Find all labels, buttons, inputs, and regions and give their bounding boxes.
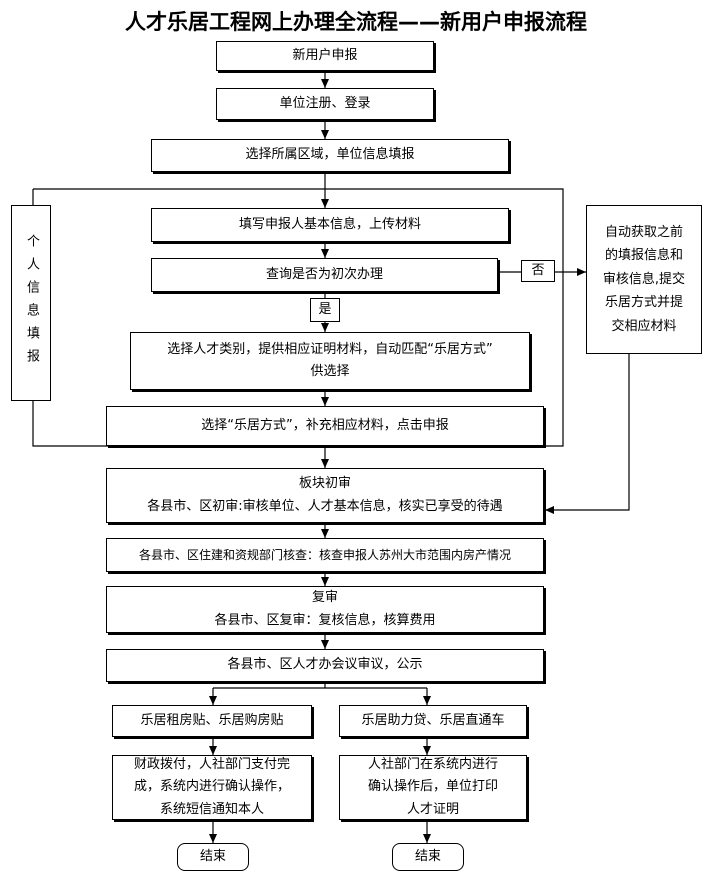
personal-info-label: 个人信息填报 — [24, 234, 40, 372]
decision-no: 否 — [521, 260, 555, 282]
step-personal-info: 个人信息填报 — [11, 205, 51, 401]
step-register: 单位注册、登录 — [216, 88, 434, 120]
recheck-detail: 各县市、区复审：复核信息，核算费用 — [214, 612, 436, 628]
step-select-area: 选择所属区域，单位信息填报 — [151, 139, 509, 172]
block-review-detail: 各县市、区初审:审核单位、人才基本信息，核实已享受的待遇 — [147, 498, 503, 514]
step-auto-fetch: 自动获取之前 的填报信息和 审核信息,提交 乐居方式并提 交相应材料 — [586, 205, 702, 354]
step-fill-basic: 填写申报人基本信息，上传材料 — [151, 208, 509, 242]
step-branch-left: 乐居租房贴、乐居购房贴 — [112, 705, 312, 737]
page-title: 人才乐居工程网上办理全流程——新用户申报流程 — [125, 10, 587, 34]
step-query-first: 查询是否为初次办理 — [151, 258, 498, 292]
step-recheck: 复审 各县市、区复审：复核信息，核算费用 — [106, 586, 544, 633]
step-right-detail: 人社部门在系统内进行 确认操作后，单位打印 人才证明 — [339, 755, 527, 820]
step-meeting: 各县市、区人才办会议审议，公示 — [106, 649, 544, 682]
end-right: 结束 — [392, 843, 464, 871]
step-block-review: 板块初审 各县市、区初审:审核单位、人才基本信息，核实已享受的待遇 — [106, 468, 544, 523]
end-left: 结束 — [177, 843, 249, 871]
step-new-user: 新用户申报 — [216, 41, 434, 71]
step-housing-check: 各县市、区住建和资规部门核查：核查申报人苏州大市范围内房产情况 — [106, 538, 544, 572]
step-select-category: 选择人才类别，提供相应证明材料，自动匹配“乐居方式” 供选择 — [130, 332, 530, 390]
step-left-detail: 财政拨付，人社部门支付完 成，系统内进行确认操作， 系统短信通知本人 — [112, 755, 312, 820]
recheck-title: 复审 — [311, 590, 338, 606]
decision-yes: 是 — [310, 298, 340, 322]
step-branch-right: 乐居助力贷、乐居直通车 — [339, 705, 527, 737]
block-review-title: 板块初审 — [298, 476, 351, 492]
arrow-autofetch-to-block — [545, 354, 630, 514]
step-select-method: 选择“乐居方式”，补充相应材料，点击申报 — [106, 406, 544, 446]
connector-loop-top — [33, 188, 564, 447]
